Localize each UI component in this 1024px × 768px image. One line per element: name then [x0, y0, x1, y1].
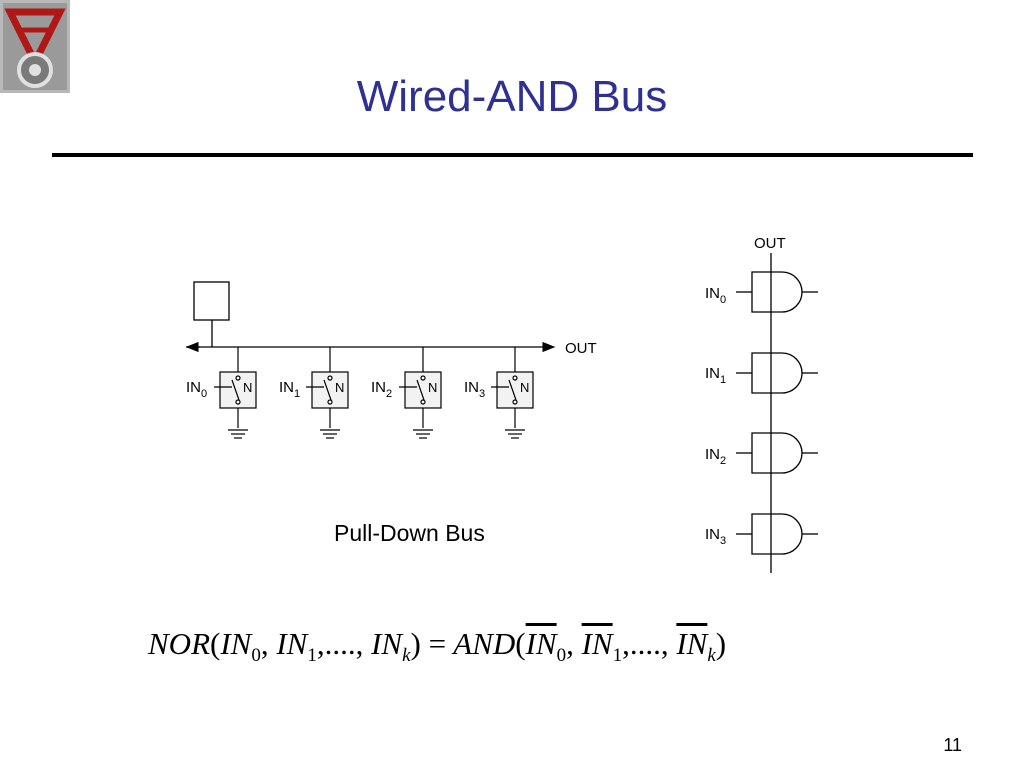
pullup-resistor-box: [193, 281, 230, 321]
switch-3-label: N: [520, 380, 529, 395]
gate-input-3-label: IN3: [705, 526, 726, 547]
nor-and-equation: NOR(IN0, IN1,...., INk) = AND(IN0, IN1,.…: [148, 626, 727, 666]
and-gate-2: [736, 432, 818, 474]
gate-input-1-label: IN1: [705, 365, 726, 386]
and-gate-1: [736, 352, 818, 394]
pulldown-input-1-label: IN1: [279, 379, 300, 400]
switch-2-label: N: [428, 380, 437, 395]
pulldown-switch-0: [214, 347, 257, 439]
chain-out-label: OUT: [754, 235, 786, 252]
bus-out-label: OUT: [565, 340, 597, 357]
and-gate-0: [736, 271, 818, 313]
gate-input-0-label: IN0: [705, 285, 726, 306]
slide-number: 11: [943, 735, 962, 755]
pulldown-input-3-label: IN3: [464, 379, 485, 400]
pulldown-caption: Pull-Down Bus: [334, 520, 485, 546]
pulldown-bus: [185, 281, 556, 353]
switch-0-label: N: [243, 380, 252, 395]
gate-input-2-label: IN2: [705, 446, 726, 467]
technion-logo: [0, 0, 70, 93]
pulldown-switch-2: [399, 347, 442, 439]
switch-1-label: N: [335, 380, 344, 395]
title-divider: [52, 153, 973, 157]
pulldown-input-0-label: IN0: [186, 379, 207, 400]
slide-title: Wired-AND Bus: [356, 72, 668, 121]
and-gate-3: [736, 513, 818, 555]
pulldown-switch-3: [491, 347, 534, 439]
pulldown-switch-1: [306, 347, 349, 439]
pulldown-input-2-label: IN2: [371, 379, 392, 400]
